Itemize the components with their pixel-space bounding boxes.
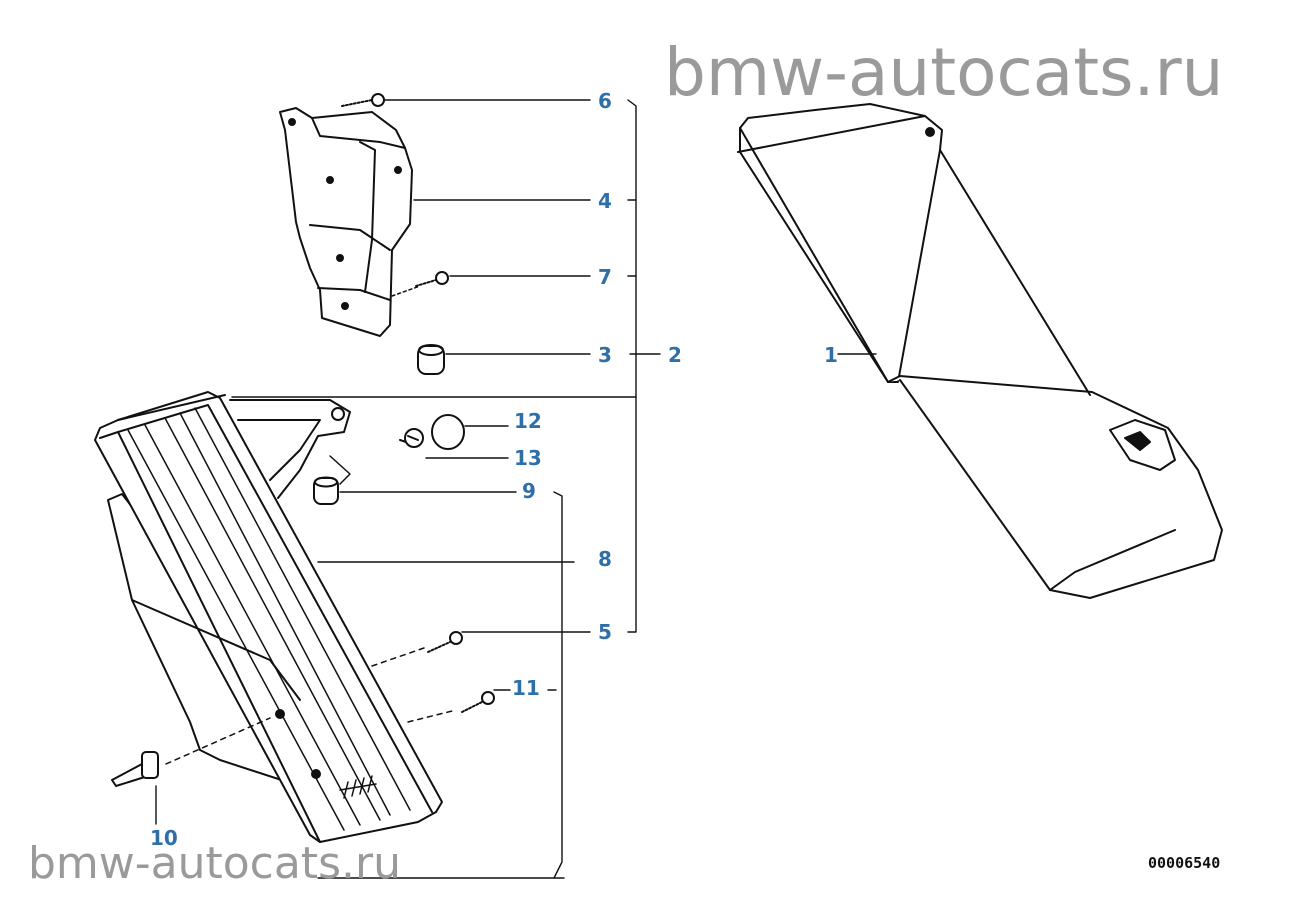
- cap-12: [431, 414, 465, 450]
- callout-2[interactable]: 2: [668, 343, 682, 367]
- callout-4[interactable]: 4: [598, 189, 612, 213]
- callout-7[interactable]: 7: [598, 265, 612, 289]
- drawing-number: 00006540: [1148, 854, 1221, 872]
- clip-10: [111, 717, 271, 787]
- bushing-9: [313, 476, 339, 505]
- screw-6: [341, 93, 385, 107]
- leader-lines: [155, 99, 877, 879]
- callout-10[interactable]: 10: [150, 826, 178, 850]
- screw-11: [407, 691, 495, 723]
- callout-11[interactable]: 11: [512, 676, 540, 700]
- watermark-top: bmw-autocats.ru: [664, 34, 1224, 111]
- screw-5: [371, 631, 463, 667]
- watermark-bottom: bmw-autocats.ru: [28, 838, 401, 889]
- callout-13[interactable]: 13: [514, 446, 542, 470]
- part-8-lever: [229, 399, 351, 499]
- callout-3[interactable]: 3: [598, 343, 612, 367]
- bushing-3: [417, 344, 445, 375]
- screw-7: [391, 271, 449, 297]
- callout-6[interactable]: 6: [598, 89, 612, 113]
- part-1-panel: [737, 103, 1223, 599]
- screw-13: [399, 428, 424, 448]
- part-4-bracket: [279, 107, 413, 337]
- callout-1[interactable]: 1: [824, 343, 838, 367]
- callout-8[interactable]: 8: [598, 547, 612, 571]
- callout-12[interactable]: 12: [514, 409, 542, 433]
- callout-5[interactable]: 5: [598, 620, 612, 644]
- callout-9[interactable]: 9: [522, 479, 536, 503]
